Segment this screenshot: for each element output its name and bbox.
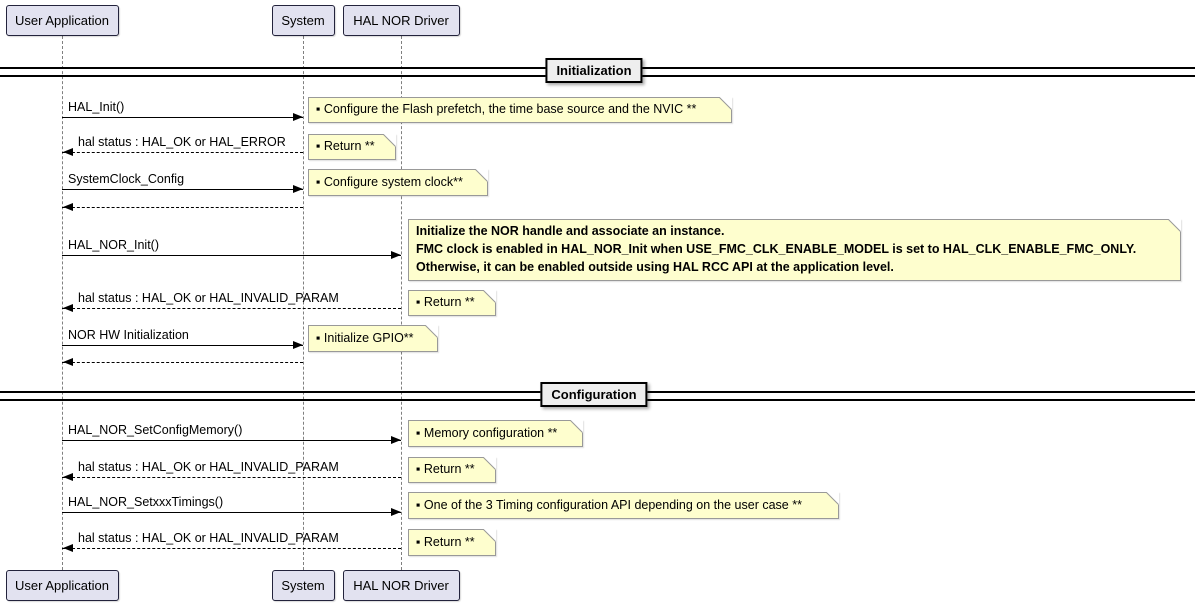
- message-return-line: [62, 207, 303, 208]
- note-text: ▪ Return **: [416, 534, 475, 549]
- note: ▪ Configure the Flash prefetch, the time…: [308, 97, 732, 123]
- note-fold-icon: [719, 97, 732, 110]
- note: ▪ Return **: [308, 134, 396, 160]
- note: ▪ One of the 3 Timing configuration API …: [408, 492, 839, 519]
- divider-configuration: Configuration: [540, 382, 648, 407]
- message-hal-status-hal-ok-or-hal-invalid-param-line: [62, 308, 401, 309]
- note-text: FMC clock is enabled in HAL_NOR_Init whe…: [416, 242, 1137, 257]
- note-fold-icon: [383, 134, 396, 147]
- message-hal-status-hal-ok-or-hal-error-label: hal status : HAL_OK or HAL_ERROR: [78, 135, 286, 149]
- note-fold-icon: [483, 529, 496, 542]
- message-hal-status-hal-ok-or-hal-invalid-param-line: [62, 548, 401, 549]
- note-text: ▪ Initialize GPIO**: [316, 330, 414, 345]
- note-text: Otherwise, it can be enabled outside usi…: [416, 259, 894, 274]
- participant-system-top: System: [271, 5, 335, 36]
- note: Initialize the NOR handle and associate …: [408, 219, 1181, 281]
- note-fold-icon: [425, 325, 438, 338]
- lifeline-hal-nor-driver: [401, 36, 402, 570]
- note-fold-icon: [570, 420, 583, 433]
- lifeline-user-application: [62, 36, 63, 570]
- arrowhead-icon: [391, 251, 401, 259]
- message-return-line: [62, 362, 303, 363]
- participant-user-application-top: User Application: [5, 5, 119, 36]
- note-text: Initialize the NOR handle and associate …: [416, 224, 725, 239]
- arrowhead-icon: [63, 148, 73, 156]
- note-text: ▪ Configure system clock**: [316, 174, 463, 189]
- note: ▪ Return **: [408, 457, 496, 483]
- message-nor-hw-initialization-line: [62, 345, 303, 346]
- message-hal-nor-init-label: HAL_NOR_Init(): [68, 238, 159, 252]
- note-fold-icon: [475, 169, 488, 182]
- message-systemclock-config-label: SystemClock_Config: [68, 172, 185, 186]
- arrowhead-icon: [391, 508, 401, 516]
- arrowhead-icon: [293, 113, 303, 121]
- message-hal-status-hal-ok-or-hal-invalid-param-label: hal status : HAL_OK or HAL_INVALID_PARAM: [78, 531, 339, 545]
- note-fold-icon: [483, 290, 496, 303]
- participant-user-application-bottom: User Application: [5, 570, 119, 601]
- lifeline-system: [303, 36, 304, 570]
- arrowhead-icon: [293, 341, 303, 349]
- arrowhead-icon: [63, 304, 73, 312]
- message-hal-nor-setxxxtimings-label: HAL_NOR_SetxxxTimings(): [68, 495, 224, 509]
- message-hal-status-hal-ok-or-hal-error-line: [62, 152, 303, 153]
- message-nor-hw-initialization-label: NOR HW Initialization: [68, 328, 189, 342]
- message-hal-init-label: HAL_Init(): [68, 100, 125, 114]
- message-hal-nor-setconfigmemory-line: [62, 440, 401, 441]
- note-text: ▪ Memory configuration **: [416, 425, 558, 440]
- arrowhead-icon: [293, 185, 303, 193]
- message-hal-nor-init-line: [62, 255, 401, 256]
- participant-system-bottom: System: [271, 570, 335, 601]
- note: ▪ Return **: [408, 290, 496, 316]
- message-systemclock-config-line: [62, 189, 303, 190]
- note: ▪ Return **: [408, 529, 496, 556]
- note: ▪ Memory configuration **: [408, 420, 583, 447]
- note-text: ▪ Configure the Flash prefetch, the time…: [316, 102, 697, 117]
- note-text: ▪ Return **: [316, 139, 375, 154]
- message-hal-status-hal-ok-or-hal-invalid-param-label: hal status : HAL_OK or HAL_INVALID_PARAM: [78, 291, 339, 305]
- participant-hal-nor-driver-top: HAL NOR Driver: [342, 5, 460, 36]
- message-hal-nor-setxxxtimings-line: [62, 512, 401, 513]
- arrowhead-icon: [63, 544, 73, 552]
- arrowhead-icon: [63, 203, 73, 211]
- message-hal-init-line: [62, 117, 303, 118]
- note-text: ▪ Return **: [416, 295, 475, 310]
- message-hal-nor-setconfigmemory-label: HAL_NOR_SetConfigMemory(): [68, 423, 243, 437]
- note: ▪ Initialize GPIO**: [308, 325, 438, 352]
- note-fold-icon: [826, 492, 839, 505]
- note-text: ▪ One of the 3 Timing configuration API …: [416, 497, 802, 512]
- note-fold-icon: [1168, 219, 1181, 232]
- arrowhead-icon: [63, 358, 73, 366]
- note: ▪ Configure system clock**: [308, 169, 488, 196]
- arrowhead-icon: [63, 473, 73, 481]
- participant-hal-nor-driver-bottom: HAL NOR Driver: [342, 570, 460, 601]
- note-text: ▪ Return **: [416, 462, 475, 477]
- divider-initialization: Initialization: [545, 58, 643, 83]
- message-hal-status-hal-ok-or-hal-invalid-param-line: [62, 477, 401, 478]
- note-fold-icon: [483, 457, 496, 470]
- message-hal-status-hal-ok-or-hal-invalid-param-label: hal status : HAL_OK or HAL_INVALID_PARAM: [78, 460, 339, 474]
- arrowhead-icon: [391, 436, 401, 444]
